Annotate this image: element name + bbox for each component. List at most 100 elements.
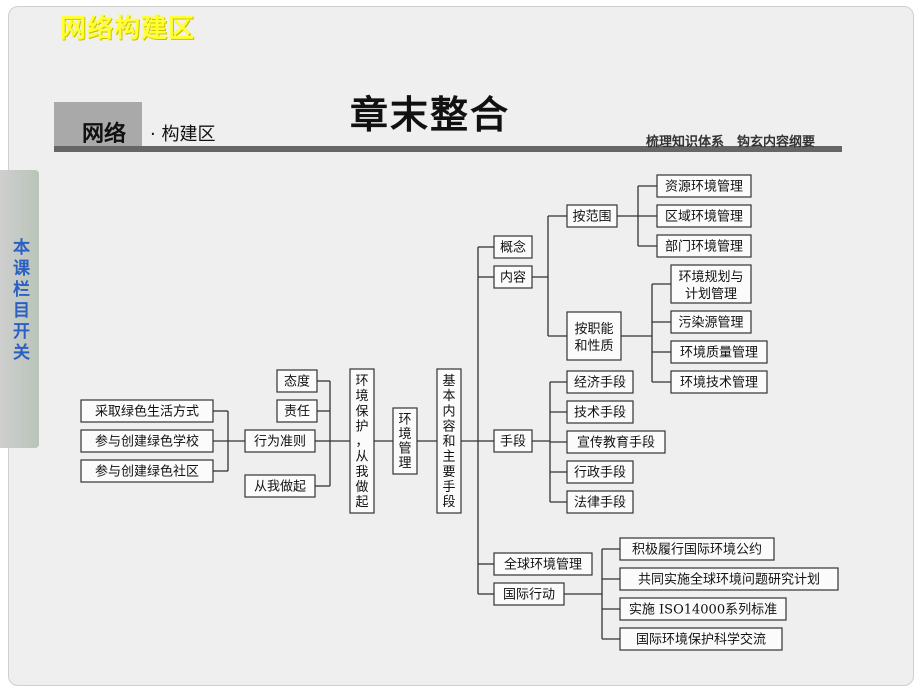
node-box: [670, 310, 752, 334]
node-label: 采取绿色生活方式: [95, 404, 199, 420]
node-legal: 法律手段: [566, 490, 634, 514]
node-intl-action: 国际行动: [493, 582, 565, 606]
node-label: 国际环境保护科学交流: [636, 632, 766, 648]
node-dept-mgmt: 部门环境管理: [656, 234, 752, 258]
node-label: 内容: [500, 270, 526, 286]
node-box: [349, 368, 375, 514]
header-tab-background: [54, 102, 142, 146]
node-box: [493, 235, 533, 259]
node-pollution-mgmt: 污染源管理: [670, 310, 752, 334]
node-box: [566, 490, 634, 514]
node-label-char: 段: [442, 495, 455, 510]
node-iso: 实施 ISO14000系列标准: [619, 597, 787, 621]
node-label-char: 理: [398, 456, 411, 471]
node-label-char: 手: [442, 480, 455, 495]
node-label: 宣传教育手段: [577, 435, 655, 451]
node-box: [656, 174, 752, 198]
side-nav-toggle[interactable]: [0, 170, 39, 448]
node-box: [670, 340, 768, 364]
node-label: 从我做起: [254, 480, 306, 495]
node-label-char: 境: [355, 389, 368, 404]
node-administrative: 行政手段: [566, 460, 634, 484]
header-tagline: 梳理知识体系 钩玄内容纲要: [646, 135, 816, 150]
node-publicity: 宣传教育手段: [566, 430, 666, 454]
node-box: [566, 311, 622, 361]
node-box: [244, 474, 316, 498]
node-attitude: 态度: [276, 369, 318, 393]
node-box: [619, 567, 839, 591]
node-label: 参与创建绿色学校: [95, 434, 199, 450]
node-box: [493, 429, 533, 453]
node-label: 概念: [500, 240, 526, 256]
node-label-char: 护: [355, 419, 368, 434]
node-responsibility: 责任: [276, 399, 318, 423]
node-label-char: ，: [355, 435, 368, 450]
node-concept: 概念: [493, 235, 533, 259]
node-box: [656, 204, 752, 228]
chapter-title: 章末整合: [350, 93, 511, 137]
node-by-scope: 按范围: [566, 204, 618, 228]
node-label: 环境技术管理: [680, 376, 758, 391]
node-box: [566, 204, 618, 228]
header-tab-subtitle: · 构建区: [150, 124, 216, 145]
node-label: 全球环境管理: [504, 557, 582, 573]
node-label-char: 保: [355, 404, 368, 419]
header-tab-label: 网络: [82, 122, 127, 147]
node-label: 共同实施全球环境问题研究计划: [638, 572, 820, 588]
node-label: 区域环境管理: [665, 210, 743, 225]
node-box: [80, 459, 214, 483]
node-school: 参与创建绿色学校: [80, 429, 214, 453]
node-regional-mgmt: 区域环境管理: [656, 204, 752, 228]
node-economic: 经济手段: [566, 370, 634, 394]
node-label: 责任: [284, 405, 310, 420]
node-content: 内容: [493, 265, 533, 289]
node-box: [670, 370, 768, 394]
node-means: 手段: [493, 429, 533, 453]
node-box: [619, 597, 787, 621]
node-label: 资源环境管理: [665, 180, 743, 195]
node-start-with-me: 从我做起: [244, 474, 316, 498]
node-label-char: 做: [355, 480, 368, 495]
node-box: [276, 399, 318, 423]
node-label: 行政手段: [574, 466, 626, 481]
node-protect: 环境保护，从我做起: [349, 368, 375, 514]
node-label: 技术手段: [574, 406, 626, 421]
node-label: 按范围: [572, 210, 611, 225]
node-label: 法律手段: [574, 496, 626, 511]
node-label: 和性质: [574, 339, 613, 354]
node-label: 环境质量管理: [680, 346, 758, 361]
node-label-char: 基: [442, 374, 455, 389]
node-label: 计划管理: [685, 287, 737, 302]
node-tech-mgmt: 环境技术管理: [670, 370, 768, 394]
node-joint-research: 共同实施全球环境问题研究计划: [619, 567, 839, 591]
node-label-char: 环: [398, 413, 411, 428]
node-label-char: 环: [355, 374, 368, 389]
node-label: 行为准则: [254, 435, 306, 450]
node-label: 实施 ISO14000系列标准: [629, 603, 777, 618]
node-box: [670, 264, 752, 304]
node-label-char: 境: [398, 427, 411, 442]
node-quality-mgmt: 环境质量管理: [670, 340, 768, 364]
node-technical: 技术手段: [566, 400, 634, 424]
side-nav-label[interactable]: 本课栏目开关: [9, 238, 29, 364]
node-box: [80, 399, 214, 423]
connector-lines: [213, 185, 671, 640]
node-box: [656, 234, 752, 258]
node-label-char: 从: [355, 450, 368, 465]
node-boxes: 采取绿色生活方式参与创建绿色学校参与创建绿色社区行为准则态度责任从我做起环境保护…: [80, 174, 839, 651]
node-box: [276, 369, 318, 393]
node-label: 部门环境管理: [665, 240, 743, 255]
node-label: 环境规划与: [678, 270, 743, 285]
node-box: [493, 552, 593, 576]
node-label-char: 要: [442, 465, 455, 480]
node-community: 参与创建绿色社区: [80, 459, 214, 483]
node-box: [244, 429, 316, 453]
node-box: [493, 582, 565, 606]
node-behavior: 行为准则: [244, 429, 316, 453]
node-box: [619, 627, 783, 651]
node-management: 环境管理: [392, 407, 418, 475]
node-label-char: 内: [442, 403, 455, 419]
node-label: 污染源管理: [678, 316, 743, 331]
